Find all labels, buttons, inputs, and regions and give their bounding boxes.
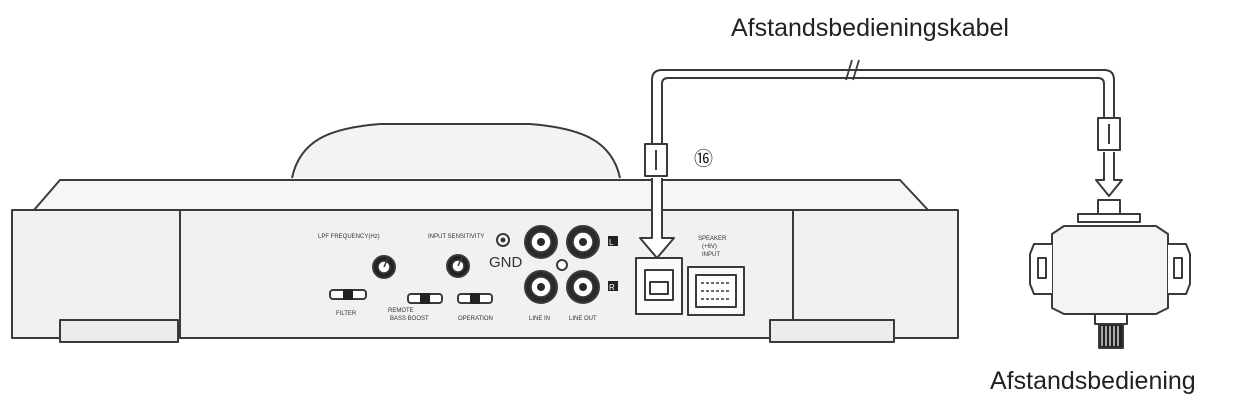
input-sensitivity-label: INPUT SENSITIVITY <box>428 234 484 240</box>
amplifier-dome <box>291 123 621 179</box>
bass-boost-label: BASS BOOST <box>390 316 429 322</box>
gnd-label: GND <box>489 254 523 271</box>
cable-label: Afstandsbedieningskabel <box>731 14 1009 42</box>
speaker-input-label-1: SPEAKER <box>698 236 727 242</box>
callout-16: ⑯ <box>694 149 714 170</box>
amplifier-foot-left <box>59 319 179 343</box>
amplifier-body <box>11 209 959 339</box>
lpf-frequency-label: LPF FREQUENCY(Hz) <box>318 234 380 240</box>
channel-r-label: R <box>609 283 615 292</box>
amplifier-unit <box>11 123 959 343</box>
speaker-input-label-3: INPUT <box>702 252 720 258</box>
arrow-to-amp <box>639 178 675 259</box>
lpf-frequency-knob <box>372 255 396 279</box>
remote-cable <box>651 59 1115 148</box>
bass-boost-remote-label: REMOTE <box>388 308 414 314</box>
rca-jack-out-r <box>566 270 600 304</box>
rca-jack-in-r <box>524 270 558 304</box>
remote-label: Afstandsbediening <box>990 367 1196 395</box>
filter-label: FILTER <box>336 311 357 317</box>
channel-l-label: L <box>609 238 614 247</box>
speaker-input-label-2: (+6V) <box>702 244 717 250</box>
rca-jack-in-l <box>524 225 558 259</box>
operation-label: OPERATION <box>458 316 493 322</box>
input-sensitivity-knob <box>446 254 470 278</box>
rca-jack-out-l <box>566 225 600 259</box>
line-out-label: LINE OUT <box>569 316 597 322</box>
line-in-label: LINE IN <box>529 316 550 322</box>
remote-control <box>1029 199 1191 349</box>
amplifier-top-plate <box>33 179 929 211</box>
amplifier-foot-right <box>769 319 895 343</box>
arrow-to-remote <box>1095 152 1123 197</box>
